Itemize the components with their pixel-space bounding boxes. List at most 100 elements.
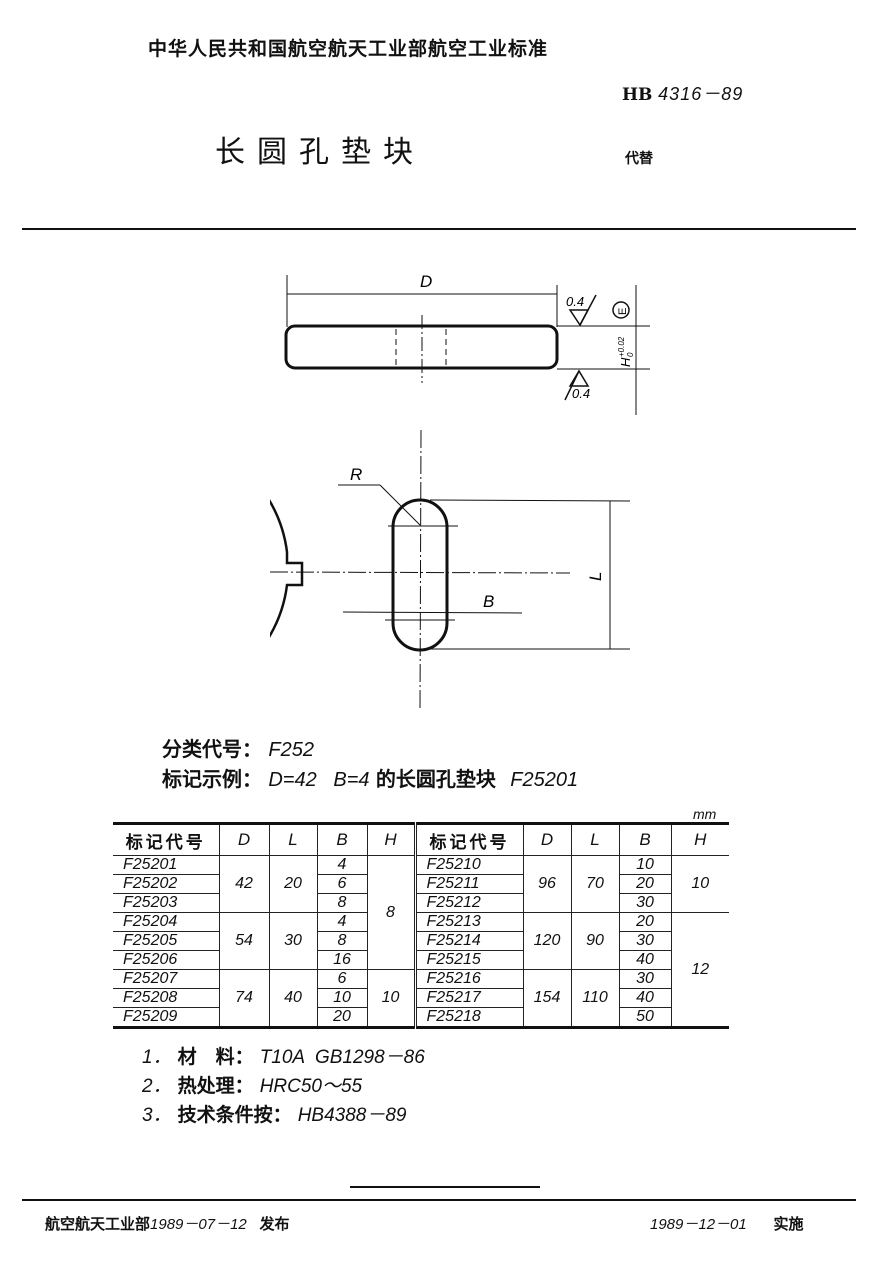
code-cell: F25206 [113,950,220,970]
unit-label: mm [693,806,717,822]
header-B: B [316,823,368,856]
header-L: L [268,823,318,856]
note-item: 3． 技术条件按： HB4388－89 [142,1101,425,1130]
B-cell: 20 [316,1007,368,1028]
end-mark-line [350,1186,540,1188]
L-cell: 30 [268,912,318,970]
H-cell: 10 [670,855,729,913]
page-title: 长圆孔垫块 [215,135,425,170]
L-cell: 70 [570,855,620,913]
envelope-symbol: E [617,308,629,315]
table-row: F25206 16 F25215 40 [113,950,729,970]
D-cell: 74 [218,969,270,1028]
code-cell: F25202 [113,874,220,894]
D-cell: 154 [522,969,572,1028]
B-cell: 10 [316,988,368,1008]
header-B-right: B [618,823,672,856]
length-label: L [586,572,605,581]
table-row: F25208 10 F25217 40 [113,988,729,1008]
header-H: H [366,823,416,856]
L-cell: 20 [268,855,318,913]
header-H-right: H [670,823,729,856]
dim-D-label: D [420,272,432,291]
B-cell: 4 [316,855,368,875]
issuer: 航空航天工业部 [45,1215,151,1233]
note-label: 技术条件按： [177,1104,292,1126]
issue-date: 1989－07－12 [150,1216,247,1233]
code-cell: F25210 [413,855,524,875]
code-cell: F25215 [413,950,524,970]
table-row: F25201 42 20 4 8 F25210 96 70 10 10 [113,855,729,970]
code-cell: F25209 [113,1007,220,1028]
code-cell: F25203 [113,893,220,913]
header-code: 标记代号 [113,823,220,856]
B-cell: 6 [316,874,368,894]
marking-code: F25201 [510,769,579,791]
table-row: F25209 20 F25218 50 [113,1007,729,1028]
effective-info: 1989－12－01 实施 [650,1213,804,1234]
note-number: 1． [142,1047,172,1068]
B-cell: 30 [618,893,672,913]
height-tolerance-label: H [618,357,633,367]
note-item: 2． 热处理： HRC50～55 [142,1072,425,1101]
width-label: B [483,592,494,611]
B-cell: 40 [618,950,672,970]
dimension-table: 标记代号 D L B H 标记代号 D L B H F25201 42 20 4… [113,822,729,1029]
B-cell: 40 [618,988,672,1008]
B-cell: 8 [316,931,368,951]
H-cell: 10 [366,969,416,1028]
note-value: T10A GB1298－86 [259,1047,425,1068]
marking-example-line: 标记示例： D=42 B=4 的长圆孔垫块 F25201 [162,763,578,792]
classification-label: 分类代号： [162,737,262,761]
tolerance-lower: 0 [626,352,635,357]
B-cell: 30 [618,969,672,989]
effective-date: 1989－12－01 [650,1216,747,1233]
issuing-organization: 中华人民共和国航空航天工业部航空工业标准 [148,38,549,60]
roughness-bottom: 0.4 [572,386,590,401]
D-cell: 42 [218,855,270,913]
D-cell: 54 [218,912,270,970]
marking-text: 的长圆孔垫块 [375,767,496,791]
code-cell: F25212 [413,893,524,913]
note-number: 3． [142,1105,172,1126]
code-cell: F25201 [113,855,220,875]
technical-notes: 1． 材 料： T10A GB1298－86 2． 热处理： HRC50～55 … [142,1043,425,1130]
code-cell: F25205 [113,931,220,951]
note-number: 2． [142,1076,172,1097]
L-cell: 40 [268,969,318,1028]
top-view-drawing: R B L [270,430,631,710]
B-cell: 50 [618,1007,672,1028]
table-row: F25204 54 30 4 F25213 120 90 20 12 [113,912,729,1028]
L-cell: 110 [570,969,620,1028]
code-cell: F25213 [413,912,524,932]
B-cell: 30 [618,931,672,951]
code-cell: F25214 [413,931,524,951]
note-item: 1． 材 料： T10A GB1298－86 [142,1043,425,1072]
D-cell: 96 [522,855,572,913]
standard-number: HB 4316－89 [622,80,743,106]
code-cell: F25204 [113,912,220,932]
effective-label: 实施 [773,1215,804,1233]
classification-line: 分类代号： F252 [162,733,314,762]
table-row: F25207 74 40 6 10 F25216 154 110 30 [113,969,729,1028]
code-cell: F25208 [113,988,220,1008]
classification-code: F252 [268,739,314,761]
H-cell: 8 [366,855,416,970]
tolerance-upper: +0.02 [617,336,626,357]
L-cell: 90 [570,912,620,970]
footer-divider [22,1199,856,1201]
code-cell: F25216 [413,969,524,989]
table-row: F25202 6 F25211 20 [113,874,729,894]
B-cell: 4 [316,912,368,932]
B-cell: 20 [618,874,672,894]
B-cell: 6 [316,969,368,989]
code-cell: F25207 [113,969,220,989]
header-divider [22,228,856,230]
standard-code: 4316－89 [658,84,744,104]
code-cell: F25211 [413,874,524,894]
B-cell: 8 [316,893,368,913]
radius-label: R [350,465,362,484]
marking-dims: D=42 B=4 [268,769,370,791]
note-label: 热处理： [177,1075,254,1097]
issue-info: 航空航天工业部1989－07－12 发布 [45,1213,290,1234]
